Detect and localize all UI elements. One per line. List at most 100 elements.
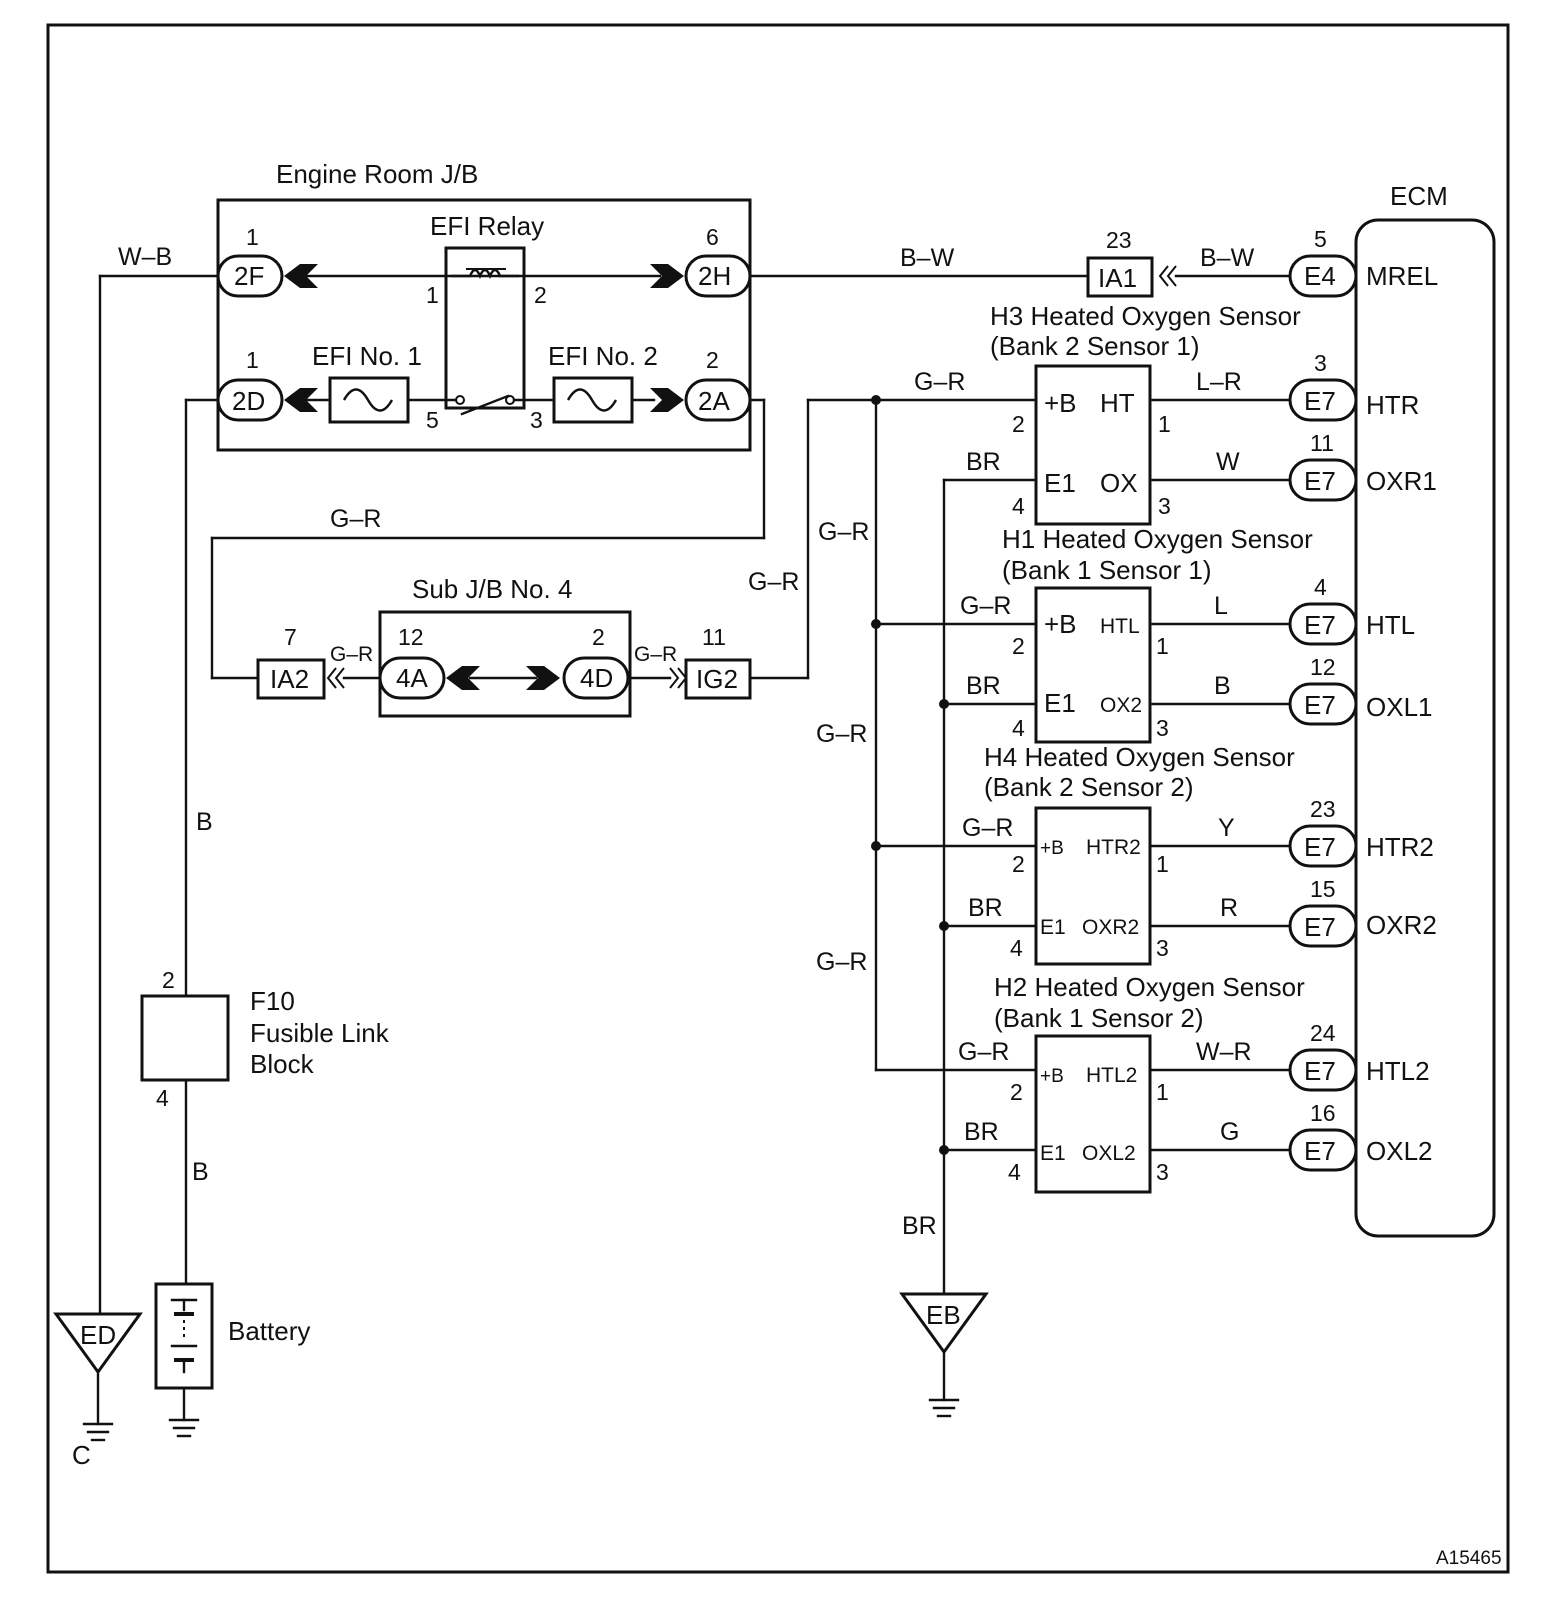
svg-text:4: 4 [1314,574,1327,600]
wire-label: G–R [816,720,867,748]
connector-ia1 [1086,256,1154,298]
wire-label: G–R [748,568,799,596]
svg-text:HTR: HTR [1366,390,1419,420]
ecm-title: ECM [1390,181,1448,211]
svg-text:4: 4 [156,1085,169,1111]
svg-text:+B: +B [1044,609,1077,639]
h2-subtitle: (Bank 1 Sensor 2) [994,1003,1204,1033]
svg-text:1: 1 [246,347,259,373]
svg-text:2: 2 [706,347,719,373]
ecm-terminal-oxr1: E7 11 OXR1 [1288,430,1437,502]
svg-text:23: 23 [1106,227,1132,253]
h3-sensor [1034,364,1152,526]
svg-text:5: 5 [1314,226,1327,252]
svg-text:E7: E7 [1304,610,1336,640]
ecm-terminal-htl2: E7 24 HTL2 [1288,1020,1430,1092]
wire-label: G–R [958,1038,1009,1066]
wire-label: BR [968,894,1003,922]
wire-label: BR [966,672,1001,700]
h4-title: H4 Heated Oxygen Sensor [984,742,1295,772]
ecm-box [1354,218,1496,1238]
svg-text:OXL1: OXL1 [1366,692,1433,722]
svg-text:1: 1 [1156,633,1169,659]
ground-c-label: C [72,1440,91,1470]
wire-label: W–R [1196,1038,1252,1066]
h3-title: H3 Heated Oxygen Sensor [990,301,1301,331]
svg-text:E7: E7 [1304,832,1336,862]
connector-arrow [284,264,318,288]
fusible-link-block [140,994,230,1082]
svg-text:1: 1 [1156,851,1169,877]
svg-text:11: 11 [1310,430,1334,456]
svg-text:4A: 4A [396,663,428,693]
svg-text:E4: E4 [1304,261,1336,291]
svg-text:2: 2 [592,624,605,650]
h1-subtitle: (Bank 1 Sensor 1) [1002,555,1212,585]
connector-ig2 [684,658,752,700]
wire-label: G [1220,1118,1239,1146]
ecm-terminal-oxl1: E7 12 OXL1 [1288,654,1433,726]
wire-label: G–R [818,518,869,546]
ecm-terminal-mrel: E4 5 MREL [1288,226,1438,298]
svg-text:3: 3 [1158,493,1171,519]
diagram-frame [46,23,1510,1574]
svg-text:2: 2 [1010,1079,1023,1105]
wire-label: B [1214,672,1231,700]
svg-text:2: 2 [1012,851,1025,877]
svg-text:1: 1 [246,224,259,250]
efi-relay-label: EFI Relay [430,211,544,241]
svg-text:+B: +B [1040,1066,1064,1087]
svg-text:1: 1 [1158,411,1171,437]
svg-text:HT: HT [1100,388,1135,418]
wire-label: L–R [1196,368,1242,396]
svg-text:4D: 4D [580,663,613,693]
svg-text:E1: E1 [1040,916,1066,939]
h1-title: H1 Heated Oxygen Sensor [1002,524,1313,554]
svg-text:2A: 2A [698,386,730,416]
svg-text:2: 2 [1012,411,1025,437]
svg-text:1: 1 [426,282,439,308]
connector-2h [684,254,752,298]
svg-text:+B: +B [1044,388,1077,418]
wire-label: BR [964,1118,999,1146]
svg-text:1: 1 [1156,1079,1169,1105]
svg-text:E1: E1 [1044,688,1076,718]
ecm-terminal-htr2: E7 23 HTR2 [1288,796,1434,868]
connector-arrow [650,264,684,288]
svg-text:2H: 2H [698,261,731,291]
svg-text:15: 15 [1310,876,1336,902]
svg-text:7: 7 [284,624,297,650]
figure-id: A15465 [1436,1548,1502,1569]
wire-label: B–W [1200,244,1255,272]
connector-4a [378,656,446,700]
svg-text:HTL: HTL [1100,615,1140,638]
h4-sensor [1034,806,1152,966]
svg-text:4: 4 [1010,935,1023,961]
svg-text:2D: 2D [232,386,265,416]
svg-text:E7: E7 [1304,1136,1336,1166]
svg-text:OX: OX [1100,468,1138,498]
battery-label: Battery [228,1316,310,1346]
svg-text:6: 6 [706,224,719,250]
svg-text:E7: E7 [1304,912,1336,942]
svg-text:11: 11 [702,624,726,650]
svg-text:3: 3 [1156,935,1169,961]
svg-text:4: 4 [1012,493,1025,519]
svg-text:4: 4 [1008,1159,1021,1185]
svg-text:12: 12 [1310,654,1336,680]
efi-relay [444,246,526,410]
h4-subtitle: (Bank 2 Sensor 2) [984,772,1194,802]
svg-text:E7: E7 [1304,690,1336,720]
svg-text:12: 12 [398,624,424,650]
wire-label: G–R [330,643,373,666]
wire-label: L [1214,592,1228,620]
svg-text:OXR2: OXR2 [1366,910,1437,940]
svg-text:16: 16 [1310,1100,1336,1126]
svg-text:E1: E1 [1044,468,1076,498]
svg-text:HTL2: HTL2 [1086,1064,1137,1087]
connector-arrow [284,388,318,412]
connector-4d [562,656,630,700]
ecm-terminal-oxr2: E7 15 OXR2 [1288,876,1437,948]
wire-label: G–R [914,368,965,396]
h2-title: H2 Heated Oxygen Sensor [994,972,1305,1002]
